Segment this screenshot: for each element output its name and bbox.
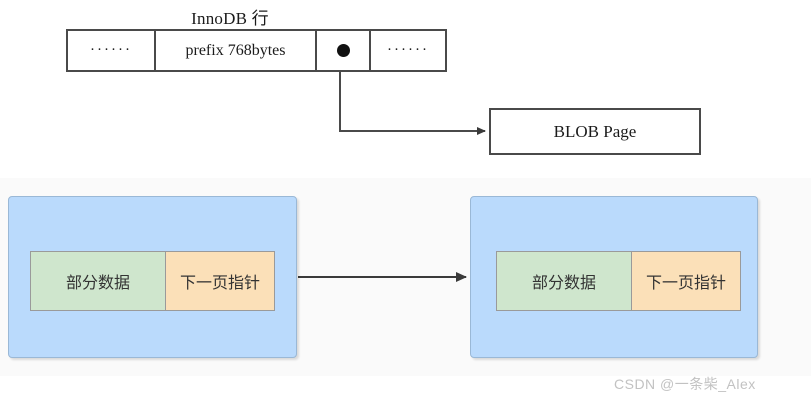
pointer-to-blob-connector (339, 72, 486, 135)
page-1-segments: 部分数据 下一页指针 (30, 251, 275, 311)
row-cell-pointer (317, 31, 371, 70)
innodb-row-box: ······ prefix 768bytes ······ (66, 29, 447, 72)
blob-page-panel-2: 部分数据 下一页指针 (470, 196, 758, 358)
pointer-dot-icon (336, 44, 350, 57)
row-cell-ellipsis-left: ······ (68, 31, 156, 70)
blob-page-panel-1: 部分数据 下一页指针 (8, 196, 297, 358)
page-2-next-pointer-label: 下一页指针 (645, 275, 726, 292)
page-2-segments: 部分数据 下一页指针 (496, 251, 741, 311)
page-1-partial-data: 部分数据 (30, 251, 165, 311)
ellipsis-left-label: ······ (90, 42, 132, 58)
page-2-partial-data-label: 部分数据 (531, 275, 596, 292)
prefix-label: prefix 768bytes (185, 41, 286, 59)
row-cell-prefix: prefix 768bytes (156, 31, 317, 70)
page-1-next-pointer: 下一页指针 (165, 251, 275, 311)
page-1-next-pointer-label: 下一页指针 (179, 275, 260, 292)
page-2-partial-data: 部分数据 (496, 251, 631, 311)
blob-page-label: BLOB Page (553, 121, 637, 141)
ellipsis-right-label: ······ (387, 42, 429, 58)
innodb-row-title: InnoDB 行 (191, 9, 269, 28)
watermark: CSDN @一条柴_Alex (614, 376, 756, 392)
page-2-next-pointer: 下一页指针 (631, 251, 741, 311)
page-1-partial-data-label: 部分数据 (65, 275, 130, 292)
row-cell-ellipsis-right: ······ (371, 31, 445, 70)
blob-page-box: BLOB Page (489, 108, 701, 155)
